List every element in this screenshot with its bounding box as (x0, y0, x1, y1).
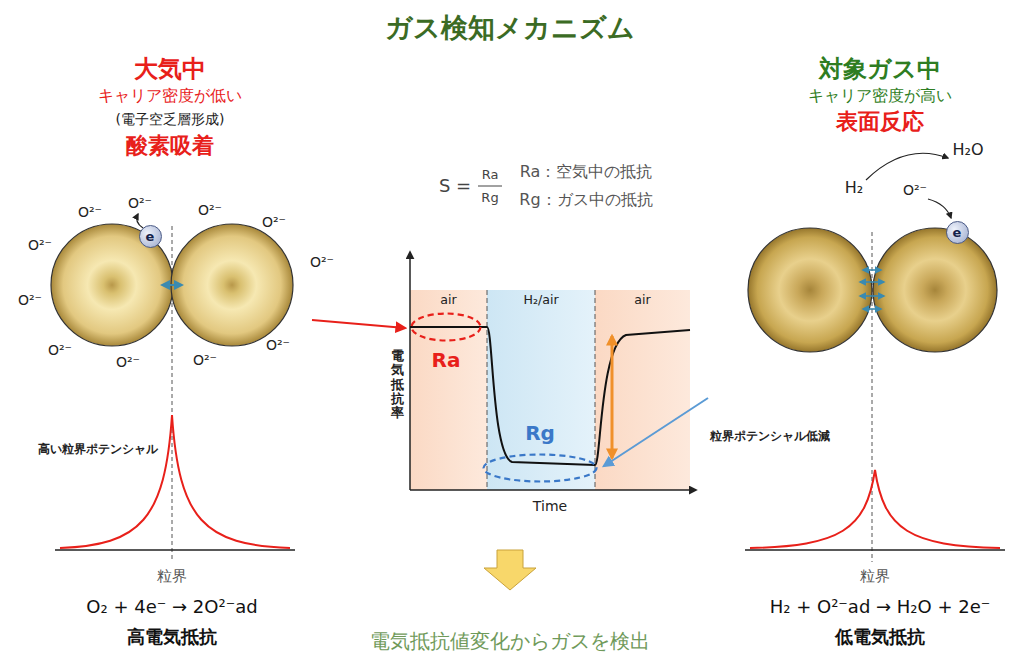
ion-label: O²⁻ (310, 254, 334, 270)
right-grains-part (863, 308, 881, 310)
annotation-label: (電子空乏層形成) (116, 111, 225, 127)
left-potential (55, 415, 295, 550)
right-grains-part (872, 232, 873, 562)
right-grains-part (863, 269, 881, 271)
ion-label: O²⁻ (78, 204, 102, 220)
annotation-label: H₂O (952, 141, 983, 159)
ion-label: O²⁻ (128, 195, 152, 211)
right-potential-part (745, 549, 1005, 551)
annotation-label: Time (533, 498, 567, 514)
annotation-label: 低電気抵抗 (835, 627, 925, 648)
node-text: H₂/air (487, 292, 595, 307)
annotation-label: キャリア密度が高い (808, 87, 952, 105)
annotation-label: Ra (482, 168, 499, 183)
right-grains-part (866, 153, 948, 180)
electron: e (139, 225, 162, 248)
annotation-label: 粒界 (157, 568, 187, 585)
ion-label: O²⁻ (18, 292, 42, 308)
left-grains-part (137, 214, 143, 228)
annotation-label: 電気抵抗率 (391, 349, 404, 420)
left-grains (51, 214, 293, 562)
node-text: air (595, 292, 690, 307)
air-band: air (595, 290, 690, 490)
annotation-label: 酸素吸着 (126, 133, 214, 158)
dashed-ellipse (410, 312, 482, 342)
rg-ellipse: Rg (482, 453, 598, 483)
resistance-chart-part (611, 336, 614, 458)
leader-arrows (312, 320, 708, 466)
annotation-label: Rg (481, 191, 498, 206)
dashed-ellipse (412, 314, 481, 341)
right-grains-part (928, 199, 951, 218)
right-grains-part (860, 295, 884, 297)
dashed-ellipse (484, 455, 597, 482)
right-grains (748, 153, 997, 562)
resistance-chart-part (478, 186, 502, 187)
left-grains-part (171, 224, 293, 346)
resistance-chart-part (409, 252, 411, 490)
ion-label: O²⁻ (116, 354, 140, 370)
annotation-label: H₂ (845, 179, 863, 197)
annotation-label: 対象ガス中 (819, 56, 941, 84)
ion-label: O²⁻ (48, 342, 72, 358)
left-potential-part (55, 549, 295, 551)
left-potential-part (60, 415, 290, 548)
ion-label: O²⁻ (28, 237, 52, 253)
reaction-equation: O₂ + 4e⁻ → 2O²⁻ad (86, 597, 257, 618)
resistance-chart-part (487, 290, 488, 490)
ion-label: O²⁻ (193, 352, 217, 368)
down-arrow-part (484, 550, 536, 590)
annotation-label: S = (439, 176, 471, 197)
node-text: Rg (525, 421, 555, 445)
annotation-label: キャリア密度が低い (98, 87, 242, 105)
annotation-label: 高い粒界ポテンシャル (36, 443, 160, 457)
annotation-label: 高電気抵抗 (127, 627, 217, 648)
annotation-label: 粒界ポテンシャル低減 (708, 430, 832, 444)
ion-label: O²⁻ (266, 337, 290, 353)
down-arrow (484, 550, 536, 590)
air-band: air (410, 290, 487, 490)
ion-label: O²⁻ (198, 202, 222, 218)
resistance-chart-part (410, 327, 690, 465)
ra-ellipse: Ra (410, 312, 482, 342)
node-text: e (953, 226, 962, 239)
ion-label: O²⁻ (262, 214, 286, 230)
diagram-title: ガス検知メカニズム (385, 10, 635, 46)
ion-label: O²⁻ (903, 182, 927, 198)
reaction-equation: H₂ + O²⁻ad → H₂O + 2e⁻ (770, 597, 991, 618)
diagram-caption: 電気抵抗値変化からガスを検出 (370, 628, 650, 655)
leader-arrows-part (312, 320, 405, 328)
left-grains-part (172, 226, 173, 562)
annotation-label: 大気中 (134, 56, 206, 84)
right-potential-part (750, 470, 1000, 548)
annotation-label: 粒界 (860, 568, 890, 585)
dashed-ellipse (482, 453, 598, 483)
resistance-chart-part (410, 489, 696, 491)
right-grains-part (873, 228, 997, 352)
electron: e (946, 221, 969, 244)
left-grains-part (162, 284, 182, 286)
leader-arrows-part (604, 398, 708, 466)
left-grains-part (51, 224, 173, 346)
right-grains-part (748, 228, 872, 352)
right-potential (745, 470, 1005, 550)
resistance-chart-part (595, 290, 596, 490)
node-text: Ra (432, 348, 461, 372)
gas-band: H₂/air (487, 290, 595, 490)
node-text: e (146, 230, 155, 243)
annotation-label: Rg：ガス中の抵抗 (519, 191, 652, 209)
node-text: air (410, 292, 487, 307)
annotation-label: 表面反応 (836, 109, 924, 134)
right-grains-part (860, 281, 884, 283)
annotation-label: Ra：空気中の抵抗 (520, 163, 653, 181)
resistance-chart (410, 186, 696, 490)
